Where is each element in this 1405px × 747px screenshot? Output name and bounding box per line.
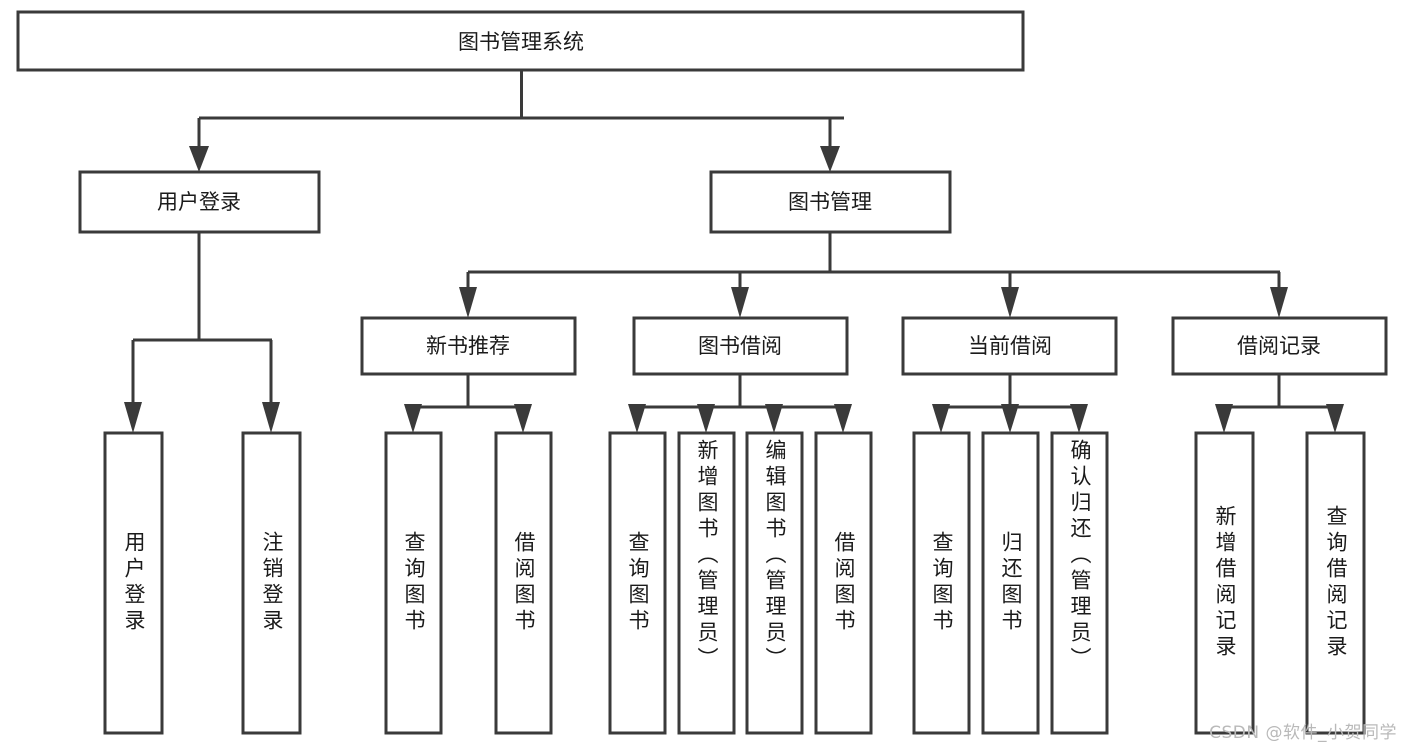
node-leaf-return-book[interactable]: [981, 431, 1040, 735]
node-leaf-user-login[interactable]: [103, 431, 164, 735]
node-user-login[interactable]: [78, 170, 321, 234]
arrow-leaf-confirm-return: [1070, 404, 1088, 433]
node-book-manage[interactable]: [709, 170, 952, 234]
node-leaf-query-book-1[interactable]: [384, 431, 443, 735]
node-leaf-edit-book[interactable]: [745, 431, 804, 735]
node-borrow-record[interactable]: [1171, 316, 1388, 376]
node-leaf-borrow-book-2[interactable]: [814, 431, 873, 735]
arrow-leaf-logout: [262, 402, 280, 433]
arrow-new-book-rec: [459, 287, 477, 318]
node-new-book-rec-label: 新书推荐: [426, 334, 510, 358]
connector-layer: [124, 70, 1344, 433]
arrow-leaf-edit-book: [765, 404, 783, 433]
csdn-watermark: CSDN @软件_小贺同学: [1209, 723, 1397, 743]
node-leaf-query-record[interactable]: [1305, 431, 1366, 735]
arrow-leaf-add-record: [1215, 404, 1233, 433]
node-leaf-borrow-book-1[interactable]: [494, 431, 553, 735]
node-root[interactable]: [16, 10, 1025, 72]
node-book-borrow-label: 图书借阅: [698, 334, 782, 358]
node-current-borrow[interactable]: [901, 316, 1118, 376]
node-current-borrow-label: 当前借阅: [968, 334, 1052, 358]
arrow-leaf-add-book: [697, 404, 715, 433]
node-layer: 图书管理系统 用户登录 图书管理 新书推荐 图书借阅 当前借阅 借阅记录: [16, 10, 1388, 735]
node-leaf-add-book[interactable]: [677, 431, 736, 735]
arrow-user-login: [189, 146, 209, 172]
arrow-leaf-query-book-1: [404, 404, 422, 433]
arrow-current-borrow: [1001, 287, 1019, 318]
arrow-leaf-borrow-book-1: [514, 404, 532, 433]
node-user-login-label: 用户登录: [157, 190, 241, 214]
arrow-book-borrow: [731, 287, 749, 318]
node-book-borrow[interactable]: [632, 316, 849, 376]
node-book-manage-label: 图书管理: [788, 190, 872, 214]
node-leaf-query-book-2[interactable]: [608, 431, 667, 735]
node-leaf-logout[interactable]: [241, 431, 302, 735]
node-root-label: 图书管理系统: [458, 30, 584, 54]
arrow-leaf-user-login: [124, 402, 142, 433]
node-borrow-record-label: 借阅记录: [1237, 334, 1321, 358]
arrow-leaf-return-book: [1001, 404, 1019, 433]
node-leaf-add-record[interactable]: [1194, 431, 1255, 735]
arrow-borrow-record: [1270, 287, 1288, 318]
arrow-leaf-borrow-book-2: [834, 404, 852, 433]
node-leaf-confirm-return[interactable]: [1050, 431, 1109, 735]
node-leaf-query-book-3[interactable]: [912, 431, 971, 735]
arrow-leaf-query-record: [1326, 404, 1344, 433]
arrow-leaf-query-book-2: [628, 404, 646, 433]
arrow-book-manage: [820, 146, 840, 172]
node-new-book-rec[interactable]: [360, 316, 577, 376]
arrow-leaf-query-book-3: [932, 404, 950, 433]
